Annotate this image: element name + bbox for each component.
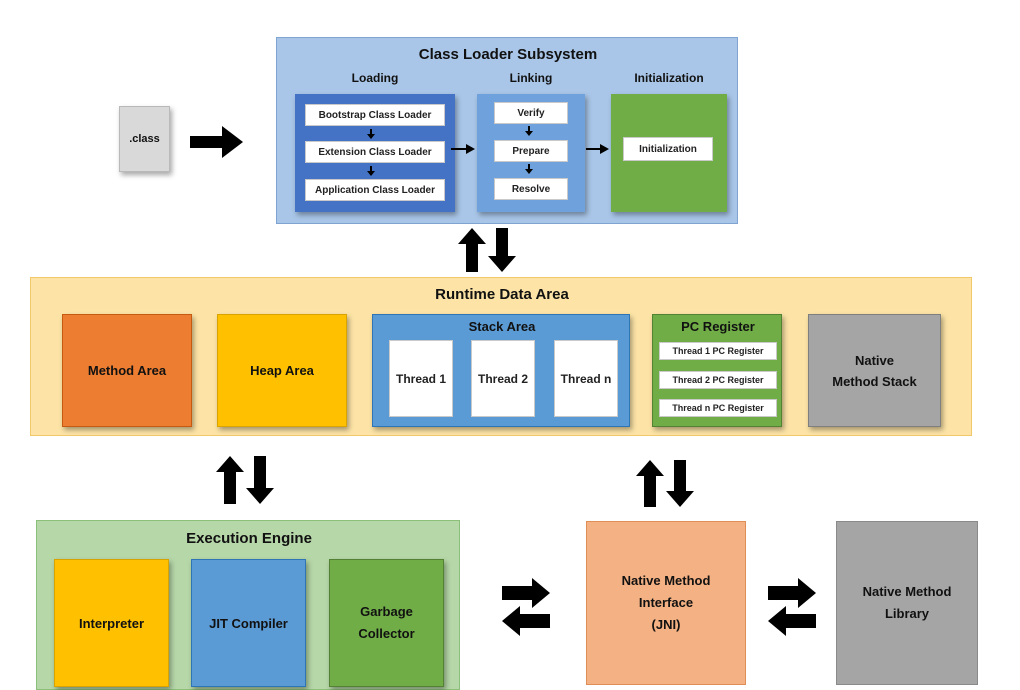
linking-title: Linking [509, 71, 553, 85]
pc-register-thread-n: Thread n PC Register [659, 399, 777, 417]
jit-compiler-label: JIT Compiler [209, 615, 288, 631]
jni-line-2: Interface [638, 595, 694, 610]
native-method-library: Native Method Library [836, 521, 978, 685]
method-area-label: Method Area [87, 363, 167, 378]
runtime-to-jni-down-arrow [666, 460, 694, 507]
method-area: Method Area [62, 314, 192, 427]
stack-area: Stack Area Thread 1 Thread 2 Thread n [372, 314, 630, 427]
garbage-collector: Garbage Collector [329, 559, 444, 687]
loading-panel: Bootstrap Class Loader Extension Class L… [295, 94, 455, 212]
stack-area-title: Stack Area [468, 319, 536, 334]
library-to-jni-left-arrow [768, 606, 816, 636]
jni-line-1: Native Method [621, 573, 711, 588]
linking-panel: Verify Prepare Resolve [477, 94, 585, 212]
execution-to-runtime-up-arrow [216, 456, 244, 504]
bootstrap-class-loader: Bootstrap Class Loader [305, 104, 445, 126]
runtime-to-loader-up-arrow [458, 228, 486, 272]
library-line-2: Library [884, 606, 930, 621]
verify-step: Verify [494, 102, 568, 124]
jni-to-runtime-up-arrow [636, 460, 664, 507]
class-loader-title: Class Loader Subsystem [418, 46, 598, 63]
runtime-data-area: Runtime Data Area Method Area Heap Area … [30, 277, 972, 436]
pc-register-thread-2: Thread 2 PC Register [659, 371, 777, 389]
pc-register: PC Register Thread 1 PC Register Thread … [652, 314, 782, 427]
native-method-stack: Native Method Stack [808, 314, 941, 427]
resolve-step: Resolve [494, 178, 568, 200]
jni-to-library-right-arrow [768, 578, 816, 608]
stack-thread-1: Thread 1 [389, 340, 453, 417]
class-to-loader-arrow [190, 126, 243, 158]
initialization-title: Initialization [634, 71, 704, 85]
loading-title: Loading [351, 71, 399, 85]
stack-thread-n: Thread n [554, 340, 618, 417]
class-file-icon: .class [119, 106, 170, 172]
pc-register-title: PC Register [681, 319, 755, 334]
runtime-title: Runtime Data Area [435, 286, 569, 303]
execution-to-jni-right-arrow [502, 578, 550, 608]
execution-title: Execution Engine [186, 530, 312, 547]
class-loader-subsystem: Class Loader Subsystem Loading Linking I… [276, 37, 738, 224]
native-stack-line-1: Native [854, 352, 895, 368]
initialization-step: Initialization [623, 137, 713, 161]
library-line-1: Native Method [862, 584, 952, 599]
stack-thread-2: Thread 2 [471, 340, 535, 417]
application-class-loader: Application Class Loader [305, 179, 445, 201]
runtime-to-execution-down-arrow [246, 456, 274, 504]
prepare-step: Prepare [494, 140, 568, 162]
class-file-label: .class [129, 133, 160, 145]
heap-area: Heap Area [217, 314, 347, 427]
initialization-panel: Initialization [611, 94, 727, 212]
native-stack-line-2: Method Stack [832, 373, 917, 389]
jni-to-execution-left-arrow [502, 606, 550, 636]
gc-line-1: Garbage [360, 604, 413, 619]
jit-compiler: JIT Compiler [191, 559, 306, 687]
heap-area-label: Heap Area [250, 363, 314, 378]
loader-to-runtime-down-arrow [488, 228, 516, 272]
execution-engine: Execution Engine Interpreter JIT Compile… [36, 520, 460, 690]
native-method-interface: Native Method Interface (JNI) [586, 521, 746, 685]
interpreter-label: Interpreter [78, 615, 145, 631]
gc-line-2: Collector [358, 626, 415, 641]
jni-line-3: (JNI) [651, 617, 681, 632]
extension-class-loader: Extension Class Loader [305, 141, 445, 163]
pc-register-thread-1: Thread 1 PC Register [659, 342, 777, 360]
interpreter: Interpreter [54, 559, 169, 687]
